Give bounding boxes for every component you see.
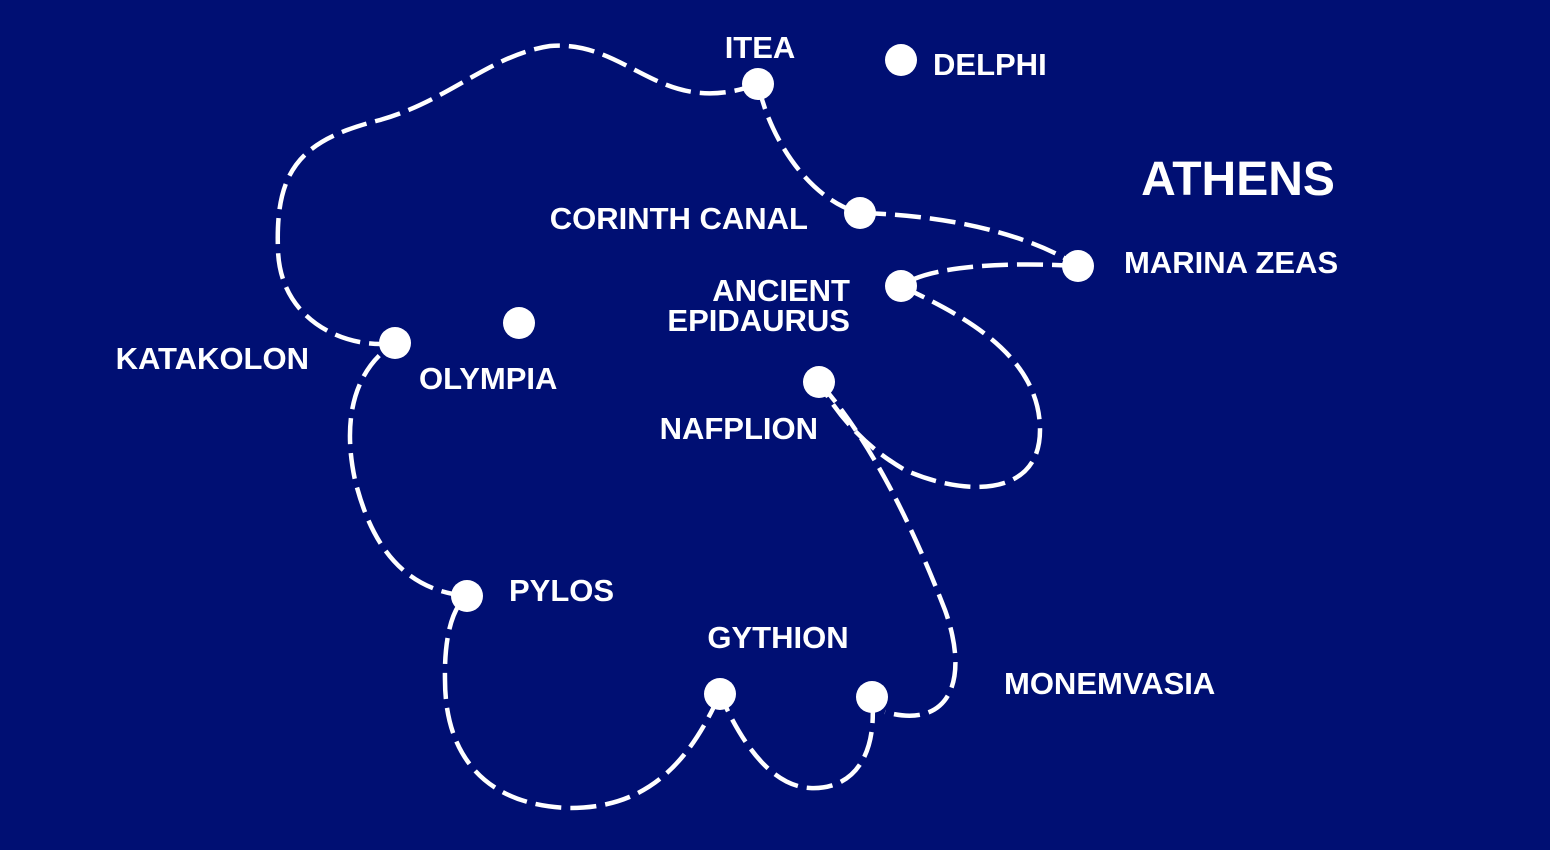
- monemvasia-label: MONEMVASIA: [1004, 666, 1215, 701]
- pylos-marker: [451, 580, 483, 612]
- labels: ATHENS ITEA DELPHI CORINTH CANAL MARINA …: [116, 30, 1339, 701]
- olympia-marker: [503, 307, 535, 339]
- itea-label: ITEA: [725, 30, 796, 65]
- delphi-label: DELPHI: [933, 47, 1047, 82]
- ancient-epidaurus-label-line2: EPIDAURUS: [667, 303, 850, 338]
- athens-label: ATHENS: [1141, 153, 1335, 206]
- olympia-label: OLYMPIA: [419, 361, 557, 396]
- itea-marker: [742, 68, 774, 100]
- pylos-label: PYLOS: [509, 573, 614, 608]
- corinth-canal-marker: [844, 197, 876, 229]
- gythion-marker: [704, 678, 736, 710]
- katakolon-marker: [379, 327, 411, 359]
- marina-zeas-marker: [1062, 250, 1094, 282]
- route-nafplion-monemvasia: [817, 380, 958, 718]
- route-epidaurus-loop: [817, 283, 1043, 490]
- ancient-epidaurus-marker: [885, 270, 917, 302]
- markers: [379, 44, 1094, 713]
- route-marina-zeas-epidaurus: [899, 262, 1079, 288]
- route-itea-corinth-canal: [755, 83, 861, 216]
- ancient-epidaurus-label-line1: ANCIENT: [712, 273, 850, 308]
- nafplion-marker: [803, 366, 835, 398]
- route-corinth-canal-marina-zeas: [859, 210, 1080, 268]
- marina-zeas-label: MARINA ZEAS: [1124, 245, 1338, 280]
- route-pylos-katakolon: [347, 341, 468, 599]
- gythion-label: GYTHION: [707, 620, 848, 655]
- route-gythion-pylos: [442, 594, 723, 811]
- cruise-route: [275, 43, 1080, 811]
- monemvasia-marker: [856, 681, 888, 713]
- corinth-canal-label: CORINTH CANAL: [550, 201, 808, 236]
- katakolon-label: KATAKOLON: [116, 341, 309, 376]
- route-katakolon-itea: [275, 43, 759, 347]
- route-monemvasia-gythion: [717, 693, 876, 791]
- delphi-marker: [885, 44, 917, 76]
- nafplion-label: NAFPLION: [660, 411, 818, 446]
